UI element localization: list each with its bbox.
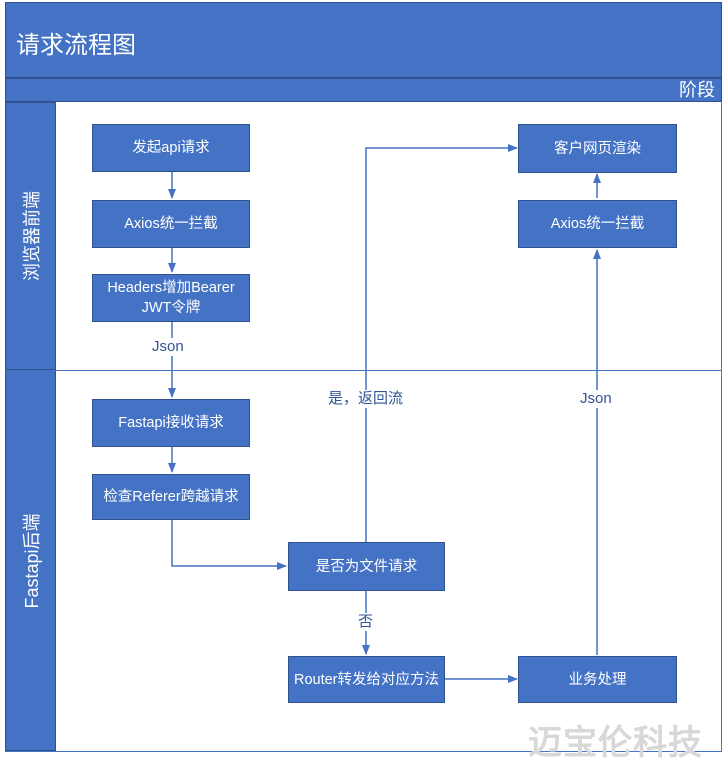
edge-label-no: 否 xyxy=(358,613,374,631)
node-router-dispatch: Router转发给对应方法 xyxy=(288,656,445,703)
lane-bottom-border xyxy=(5,751,722,752)
edge-label-json-response: Json xyxy=(580,390,612,408)
edge-label-json-request: Json xyxy=(152,338,184,356)
lane-header-backend: Fastapi后端 xyxy=(5,370,56,751)
node-start-request: 发起api请求 xyxy=(92,124,250,172)
node-check-referer: 检查Referer跨越请求 xyxy=(92,474,250,520)
node-render-page: 客户网页渲染 xyxy=(518,124,677,173)
edge-label-yes-return-stream: 是，返回流 xyxy=(328,390,404,408)
lane-frontend xyxy=(56,102,722,370)
lane-backend xyxy=(56,370,722,751)
node-add-bearer-token: Headers增加Bearer JWT令牌 xyxy=(92,274,250,322)
edge-referer-to-filecheck xyxy=(171,520,287,570)
lane-divider xyxy=(5,370,722,371)
node-is-file-request: 是否为文件请求 xyxy=(288,542,445,591)
node-fastapi-receive: Fastapi接收请求 xyxy=(92,399,250,447)
phase-header: 阶段 xyxy=(5,78,722,102)
node-axios-intercept-frontend: Axios统一拦截 xyxy=(92,200,250,248)
edge-filecheck-yes-to-render xyxy=(365,144,518,542)
watermark-logo: 迈宝伦科技 xyxy=(528,724,703,762)
lane-header-frontend: 浏览器前端 xyxy=(5,102,56,370)
diagram-title: 请求流程图 xyxy=(5,2,722,78)
node-business-process: 业务处理 xyxy=(518,656,677,703)
node-axios-intercept-response: Axios统一拦截 xyxy=(518,200,677,248)
